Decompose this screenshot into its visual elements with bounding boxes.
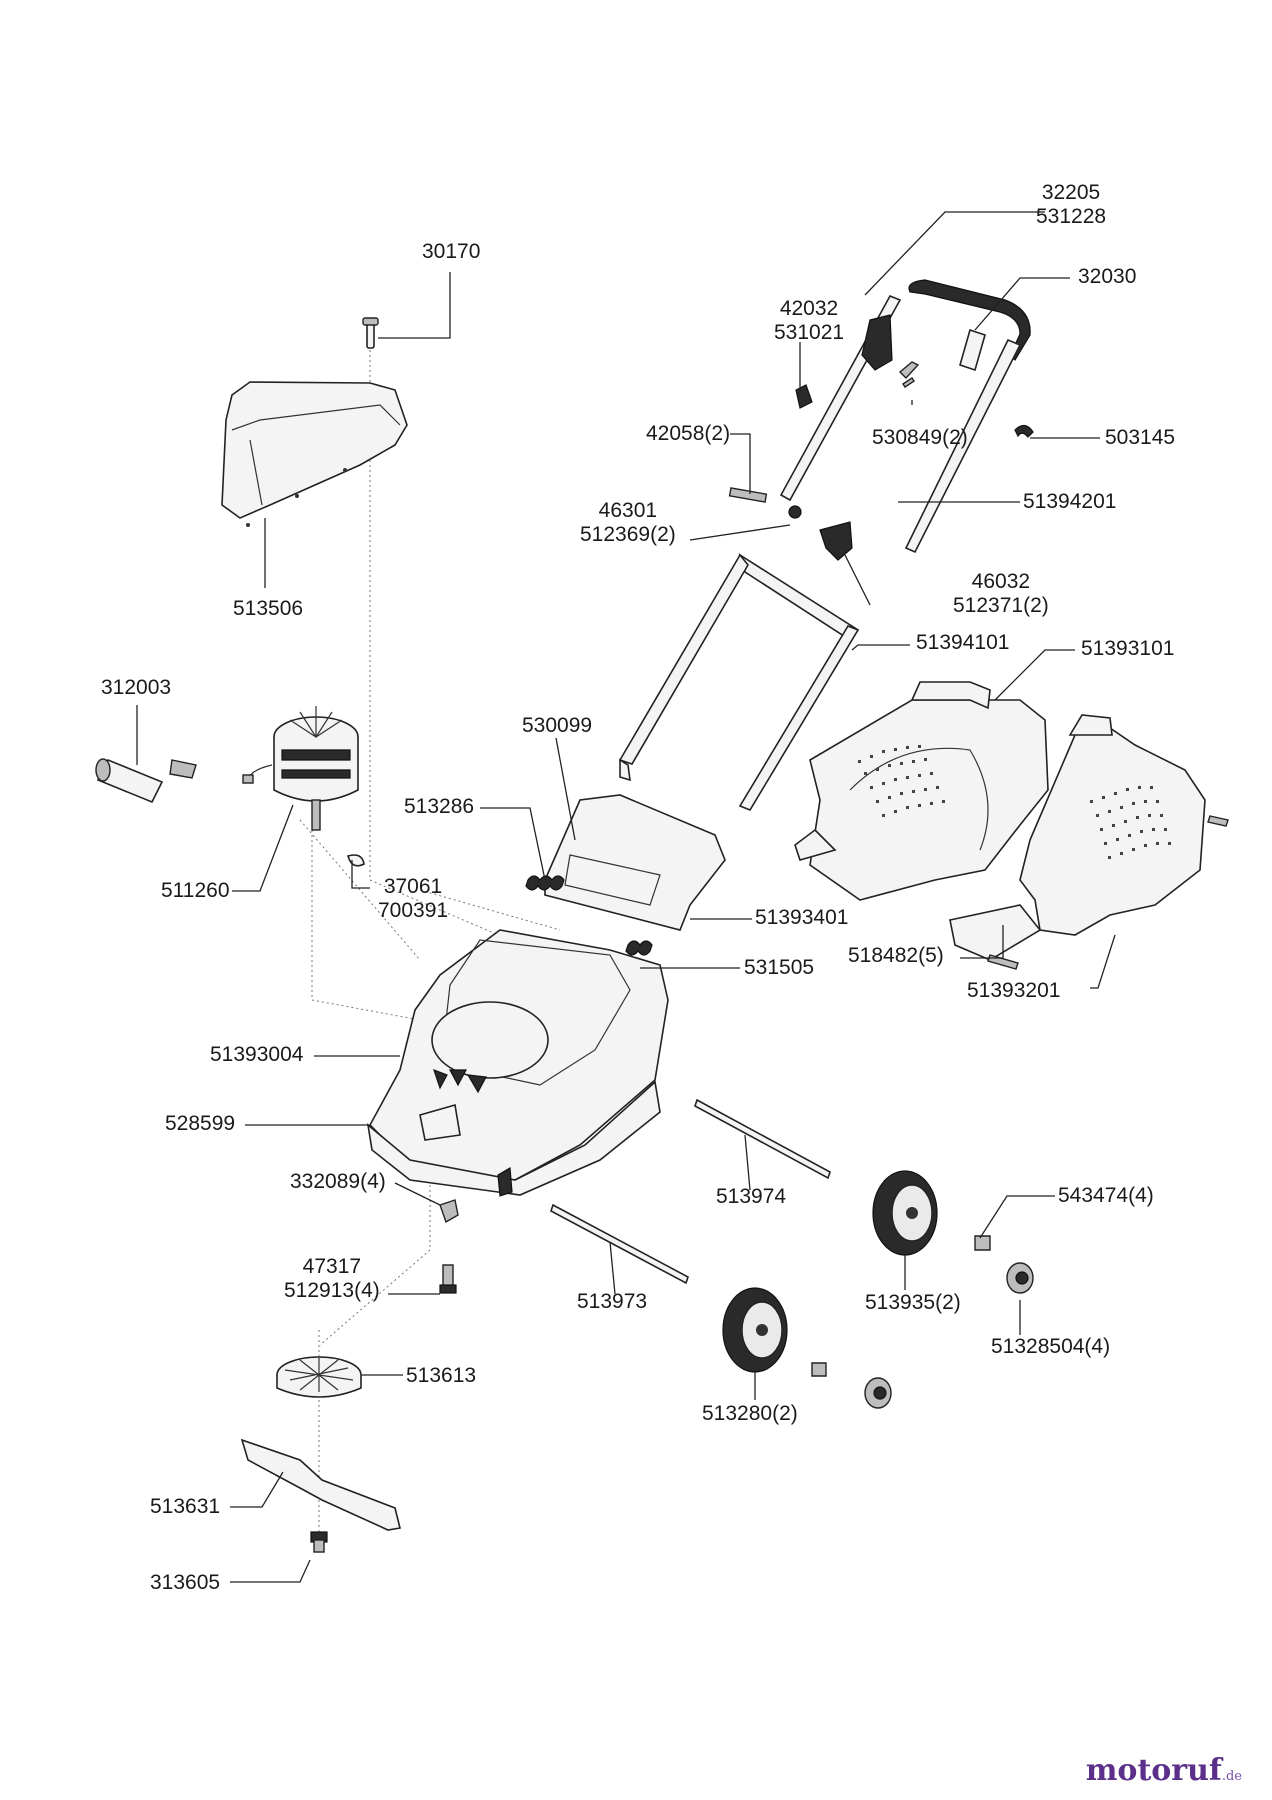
brand-logo: motoruf.de — [1086, 1753, 1242, 1788]
blade-513631 — [240, 1438, 401, 1531]
bolt-30170 — [362, 317, 379, 349]
label-51394101: 51394101 — [916, 631, 1010, 654]
leader-lines — [136, 211, 1116, 1583]
label-46032: 46032 — [971, 570, 1031, 593]
fan-513613 — [276, 1356, 362, 1398]
label-42032: 42032 — [779, 297, 839, 320]
label-42032-531021: 42032 531021 — [774, 297, 844, 345]
brand-domain: .de — [1221, 1769, 1242, 1784]
label-531021: 531021 — [774, 321, 845, 344]
label-51393101: 51393101 — [1081, 637, 1175, 660]
label-37061-700391: 37061 700391 — [378, 875, 448, 923]
grass-box-lower-51393201 — [949, 714, 1229, 961]
label-518482: 518482(5) — [848, 944, 944, 967]
label-32030: 32030 — [1078, 265, 1137, 288]
label-530849: 530849(2) — [872, 426, 968, 449]
label-32205: 32205 — [1041, 181, 1101, 204]
label-42058: 42058(2) — [646, 422, 731, 445]
label-312003: 312003 — [101, 676, 172, 699]
wheel-513280 — [722, 1287, 788, 1373]
grass-box-upper-51393101 — [794, 681, 1049, 901]
label-513935: 513935(2) — [865, 1291, 961, 1314]
nut-313605 — [310, 1531, 328, 1553]
label-513631: 513631 — [150, 1495, 221, 1518]
key-37061 — [347, 854, 365, 867]
label-30170: 30170 — [422, 240, 481, 263]
grass-box-vents-upper — [858, 745, 945, 817]
label-513613: 513613 — [406, 1364, 477, 1387]
label-531505: 531505 — [744, 956, 815, 979]
springs-513286-531505 — [525, 875, 653, 956]
label-332089: 332089(4) — [290, 1170, 386, 1193]
brand-name: motoruf — [1085, 1753, 1222, 1788]
label-513506: 513506 — [233, 597, 304, 620]
rear-flap-51393401 — [544, 794, 726, 931]
handle-hardware — [728, 361, 1034, 561]
label-51394201: 51394201 — [1023, 490, 1117, 513]
label-46301: 46301 — [598, 499, 658, 522]
screw-512913 — [439, 1264, 457, 1294]
axles — [550, 1098, 831, 1285]
clips-543474 — [811, 1235, 991, 1377]
label-700391: 700391 — [378, 899, 449, 922]
wheel-513935 — [872, 1170, 938, 1256]
label-528599: 528599 — [165, 1112, 236, 1135]
label-513280: 513280(2) — [702, 1402, 798, 1425]
lower-handle-51394101 — [618, 553, 860, 811]
label-46032-512371: 46032 512371(2) — [953, 570, 1049, 618]
label-531228: 531228 — [1036, 205, 1107, 228]
label-503145: 503145 — [1105, 426, 1176, 449]
label-313605: 313605 — [150, 1571, 221, 1594]
label-512913: 512913(4) — [284, 1279, 380, 1302]
label-513973: 513973 — [577, 1290, 648, 1313]
grass-box-vents-lower — [1090, 786, 1171, 859]
label-47317: 47317 — [302, 1255, 362, 1278]
label-37061: 37061 — [383, 875, 443, 898]
mower-deck-51393004 — [369, 929, 669, 1181]
label-511260: 511260 — [161, 879, 230, 902]
clip-332089 — [439, 1199, 459, 1224]
label-513974: 513974 — [716, 1185, 787, 1208]
hubcaps-51328504 — [864, 1262, 1034, 1409]
motor-cover-513506 — [221, 381, 408, 527]
label-51328504: 51328504(4) — [991, 1335, 1111, 1358]
label-47317-512913: 47317 512913(4) — [284, 1255, 380, 1303]
deck-base-528599 — [366, 1080, 661, 1197]
label-46301-512369: 46301 512369(2) — [580, 499, 676, 547]
label-543474: 543474(4) — [1058, 1184, 1154, 1207]
label-513286: 513286 — [404, 795, 475, 818]
label-51393401: 51393401 — [755, 906, 849, 929]
label-530099: 530099 — [522, 714, 593, 737]
label-51393004: 51393004 — [210, 1043, 304, 1066]
label-512371: 512371(2) — [953, 594, 1049, 617]
label-512369: 512369(2) — [580, 523, 676, 546]
label-32205-531228: 32205 531228 — [1036, 181, 1106, 229]
label-51393201: 51393201 — [967, 979, 1061, 1002]
motor-511260 — [242, 706, 359, 831]
capacitor-312003 — [95, 758, 197, 804]
upper-handle-51394201 — [779, 279, 1031, 554]
